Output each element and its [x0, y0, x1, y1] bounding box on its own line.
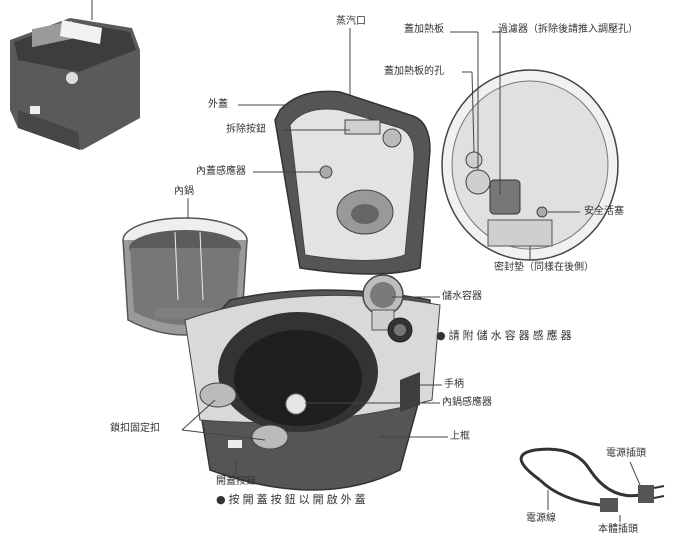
label-appliance-plug: 本體插頭 [598, 524, 638, 535]
cooker-thumbnail [10, 0, 140, 150]
label-gasket: 密封墊（同樣在後側） [494, 262, 594, 273]
outer-lid-drawing [274, 90, 431, 275]
label-inner-lid-hole: 蓋加熱板的孔 [384, 66, 444, 77]
label-open-note: ●按開蓋按鈕以開啟外蓋 [216, 493, 369, 506]
label-handle: 手柄 [444, 379, 464, 390]
label-inner-pot: 內鍋 [174, 186, 194, 197]
label-outer-lid: 外蓋 [208, 99, 228, 110]
label-water-tank: 儲水容器 [442, 291, 482, 302]
label-frame: 上框 [450, 431, 470, 442]
label-power-cord: 電源線 [526, 513, 556, 524]
label-power-plug: 電源插頭 [606, 448, 646, 459]
label-steam-vent: 蒸汽口 [336, 16, 366, 27]
label-lid-open-button: 開蓋按鈕 [216, 476, 256, 487]
inner-pot-drawing [122, 217, 248, 336]
label-filter: 過濾器（拆除後請推入調壓孔） [498, 24, 638, 35]
inner-lid-plate-drawing [441, 69, 619, 261]
power-cord-drawing [519, 447, 665, 512]
label-tank-sensor-note: ●請附儲水容器感應器 [436, 329, 575, 342]
label-lock-catch: 鎖扣固定扣 [110, 423, 160, 434]
label-release-button: 拆除按鈕 [226, 124, 266, 135]
label-safety-valve: 安全活塞 [584, 206, 624, 217]
leader-lines [181, 28, 641, 522]
cooker-body-drawing [184, 274, 441, 491]
label-inner-sensor: 內鍋感應器 [442, 397, 492, 408]
label-inner-lid-plate: 蓋加熱板 [404, 24, 444, 35]
label-lid-sensor: 內蓋感應器 [196, 166, 246, 177]
